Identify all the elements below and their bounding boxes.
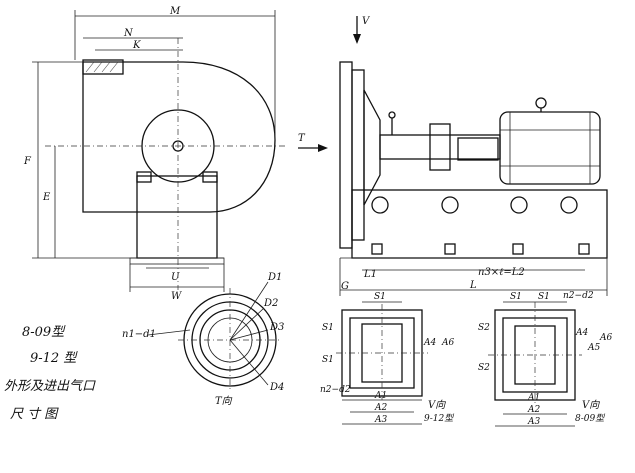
dim-label-S1-left-side: S1: [322, 323, 334, 333]
dim-label-D2: D2: [263, 298, 278, 309]
dim-label-A2-left: A2: [374, 403, 387, 413]
dim-label-A1-left: A1: [374, 391, 387, 401]
dim-label-F: F: [23, 156, 32, 167]
dim-label-L: L: [469, 280, 477, 291]
dim-label-D1: D1: [267, 272, 282, 283]
volute-casing: [82, 61, 276, 213]
dim-label-S1-right-b: S1: [538, 292, 550, 302]
dim-label-A2-right: A2: [527, 405, 540, 415]
dim-label-K: K: [132, 40, 141, 51]
dim-label-D4: D4: [269, 382, 284, 393]
dim-label-n2-d2-right: n2−d2: [563, 291, 594, 301]
dim-label-A5-right: A5: [587, 343, 600, 353]
front-view: M N K F E U W: [23, 6, 285, 302]
view-arrow-V: V: [362, 16, 371, 27]
flange-caption-9-12: 9-12型: [424, 413, 454, 424]
dim-label-W: W: [171, 291, 182, 302]
dim-label-E: E: [42, 192, 51, 203]
flange-caption-8-09: 8-09型: [575, 413, 605, 424]
dim-label-S1-left-side2: S1: [322, 355, 334, 365]
inlet-flange-view: D1 D2 D3 D4 n1−d1 T向: [122, 272, 284, 407]
legend-line-3: 外形及进出气口: [4, 379, 96, 394]
title-legend: 8-09型 9-12 型 外形及进出气口 尺 寸 图: [4, 325, 96, 422]
base-frame: [351, 189, 608, 259]
dim-label-M: M: [169, 6, 181, 17]
dim-label-N: N: [123, 28, 134, 39]
caption-V-view-right: V向: [582, 399, 600, 411]
dim-label-A1-right: A1: [527, 393, 540, 403]
dim-label-A3-left: A3: [374, 415, 387, 425]
outlet-flange: [82, 59, 124, 75]
dim-label-L1: L1: [363, 269, 377, 280]
dim-label-A4-right: A4: [575, 328, 588, 338]
dim-label-S2-right-a: S2: [478, 323, 490, 333]
motor: [499, 111, 601, 185]
dim-label-U: U: [171, 272, 180, 283]
dim-label-G: G: [341, 281, 349, 292]
dim-label-S1-right-a: S1: [510, 292, 522, 302]
side-view: V T L1 n3×ℓ=L2 G L: [298, 16, 608, 296]
dim-label-n2-d2-left: n2−d2: [320, 385, 351, 395]
dim-label-A6-right: A6: [599, 333, 612, 343]
legend-line-2: 9-12 型: [30, 351, 78, 366]
legend-line-1: 8-09型: [22, 325, 66, 340]
view-arrow-T: T: [298, 133, 306, 144]
legend-line-4: 尺 寸 图: [10, 407, 59, 422]
dim-label-n1-d1: n1−d1: [122, 329, 156, 340]
dim-label-D3: D3: [269, 322, 284, 333]
caption-V-view-left: V向: [428, 399, 446, 411]
outlet-flange-8-09: S1 S1 n2−d2 S2 S2 A4 A5 A6 A1 A2 A3 V向 8…: [478, 291, 612, 427]
dim-label-A6-left: A6: [441, 338, 454, 348]
caption-T-view: T向: [215, 395, 233, 407]
outlet-flange-9-12: S1 S1 S1 A4 A6 A1 A2 A3 n2−d2 V向 9-12型: [320, 292, 454, 425]
dim-label-S2-right-b: S2: [478, 363, 490, 373]
dim-label-A3-right: A3: [527, 417, 540, 427]
dim-label-S1-left-top: S1: [374, 292, 386, 302]
pedestal-base: [136, 175, 218, 259]
dim-label-n3-l-L2: n3×ℓ=L2: [478, 267, 525, 278]
dim-label-A4-left: A4: [423, 338, 436, 348]
